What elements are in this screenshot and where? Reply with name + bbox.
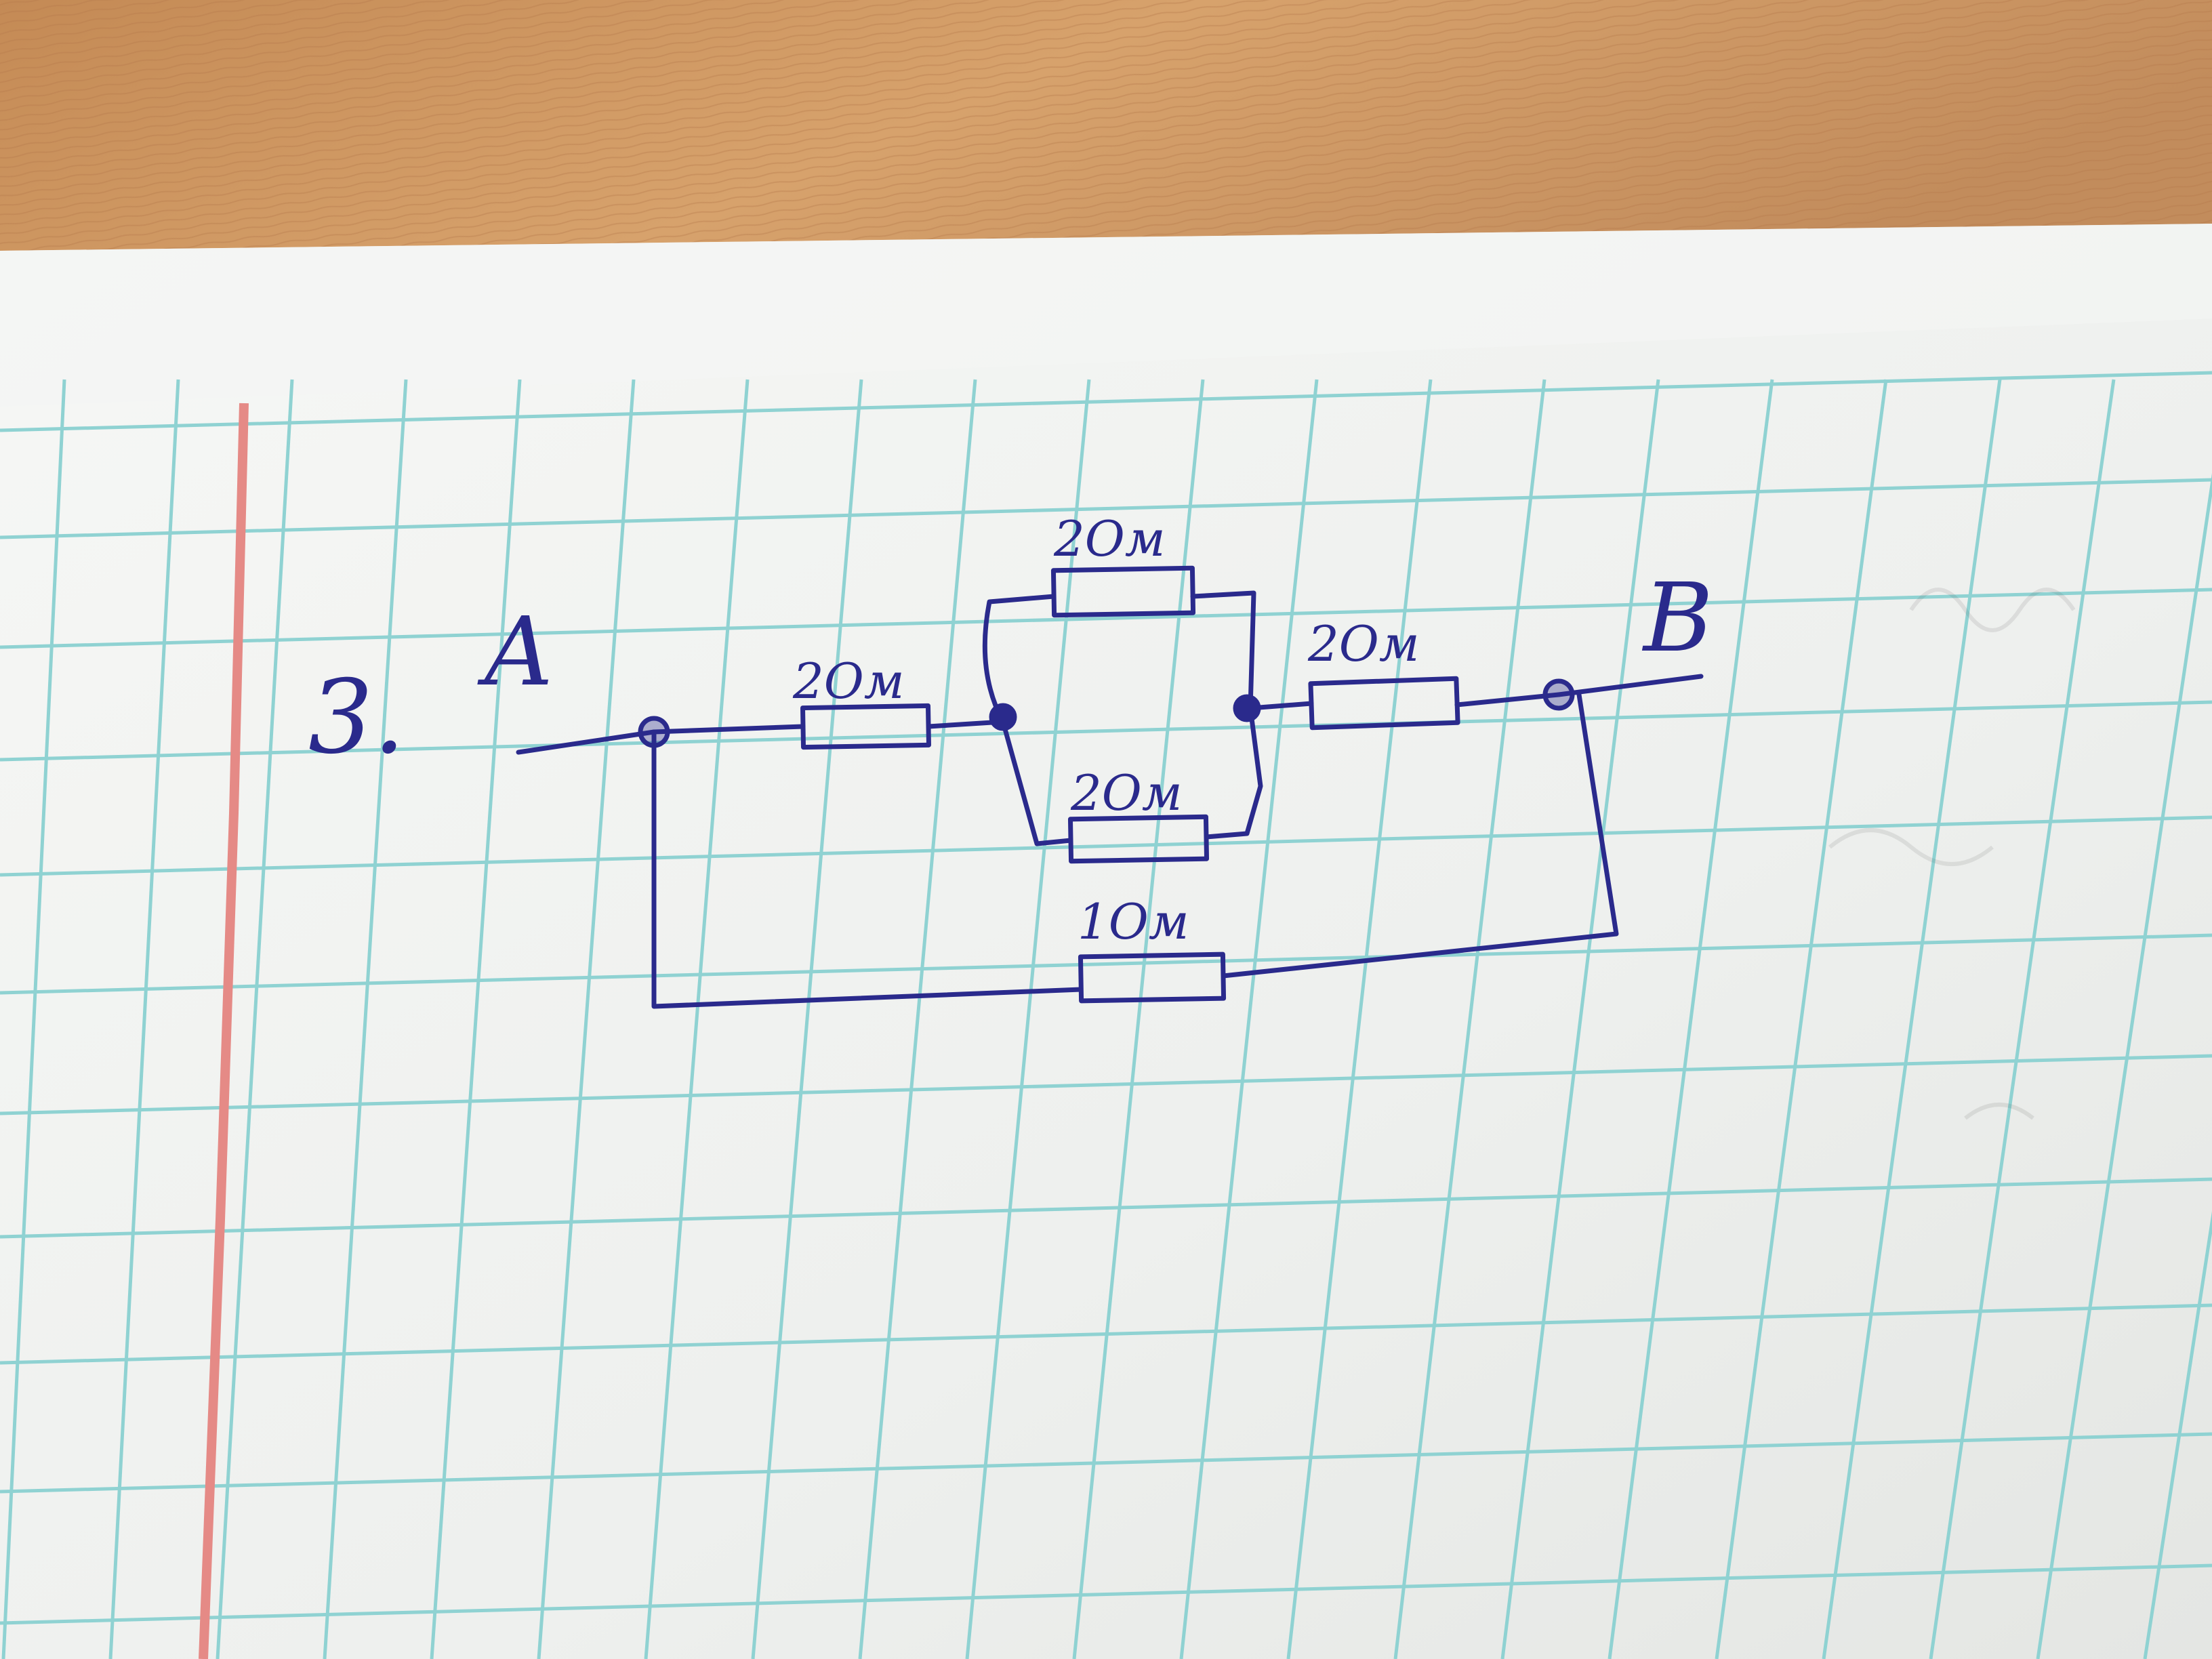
grid-line-horizontal [0,815,2212,877]
grid-line-horizontal [0,371,2212,432]
grid-line-horizontal [0,478,2212,539]
bleed-through-marks [1828,588,2076,1120]
grid-line-vertical [216,379,294,1659]
wire-bottom-left [651,729,1084,1009]
grid-line-vertical [1,379,66,1659]
resistor-r5-label: 1Ом [1078,893,1189,950]
wire-bottom-right [1221,692,1619,979]
grid-line-horizontal [0,1432,2212,1494]
grid-line-vertical [323,379,408,1659]
grid-line-vertical [430,379,522,1659]
handwritten-labels: 3. A B 2Ом 2Ом 2Ом 2Ом 1Ом [308,510,1713,950]
wire-a-lead [516,729,657,755]
grid-line-vertical [108,379,180,1659]
wire-b-lead [1556,674,1704,697]
grid-line-horizontal [0,1054,2212,1115]
node-2 [989,703,1017,731]
resistor-r5 [1078,951,1227,1004]
grid-line-vertical [1500,379,1660,1659]
wire-a-r1 [651,724,806,735]
grid-line-vertical [751,379,863,1659]
resistor-r1-label: 2Ом [792,653,905,710]
wire-upper-right [1190,590,1256,711]
grid-line-vertical [2143,379,2212,1659]
grid-line-horizontal [0,1177,2212,1239]
resistor-r4-label: 2Ом [1307,615,1420,672]
terminal-b-label: B [1641,563,1713,674]
grid-line-vertical [1072,379,1205,1659]
grid-lines [0,371,2212,1659]
wire-lower-left [1000,719,1073,846]
grid-line-vertical [858,379,977,1659]
grid-line-horizontal [0,933,2212,995]
resistor-r3 [1067,814,1210,864]
resistor-r2 [1050,565,1196,618]
wooden-desk [0,0,2212,285]
grid-line-horizontal [0,1303,2212,1365]
resistor-r1 [800,703,931,750]
grid-line-vertical [1286,379,1433,1659]
grid-line-vertical [1607,379,1774,1659]
wire-r4-b [1454,692,1561,708]
grid-line-horizontal [0,700,2212,762]
circuit-diagram [516,565,1704,1009]
grid-line-vertical [1393,379,1547,1659]
wire-lower-right [1204,705,1263,840]
margin-line [199,403,249,1659]
node-a [638,716,670,748]
grid-line-horizontal [0,1563,2212,1625]
grid-line-vertical [1179,379,1319,1659]
node-3 [1233,694,1261,722]
resistor-r3-label: 2Ом [1070,764,1183,821]
grid-line-vertical [965,379,1091,1659]
grid-line-vertical [1822,379,2002,1659]
grid-line-vertical [2036,379,2212,1659]
notebook-page [0,224,2212,1659]
terminal-a-label: A [477,597,553,708]
grid-line-horizontal [0,588,2212,649]
resistor-r4 [1308,676,1460,731]
resistor-r2-label: 2Ом [1053,510,1166,567]
problem-number: 3. [308,659,405,777]
grid-line-vertical [644,379,750,1659]
grid-line-vertical [537,379,636,1659]
node-b [1542,678,1575,711]
